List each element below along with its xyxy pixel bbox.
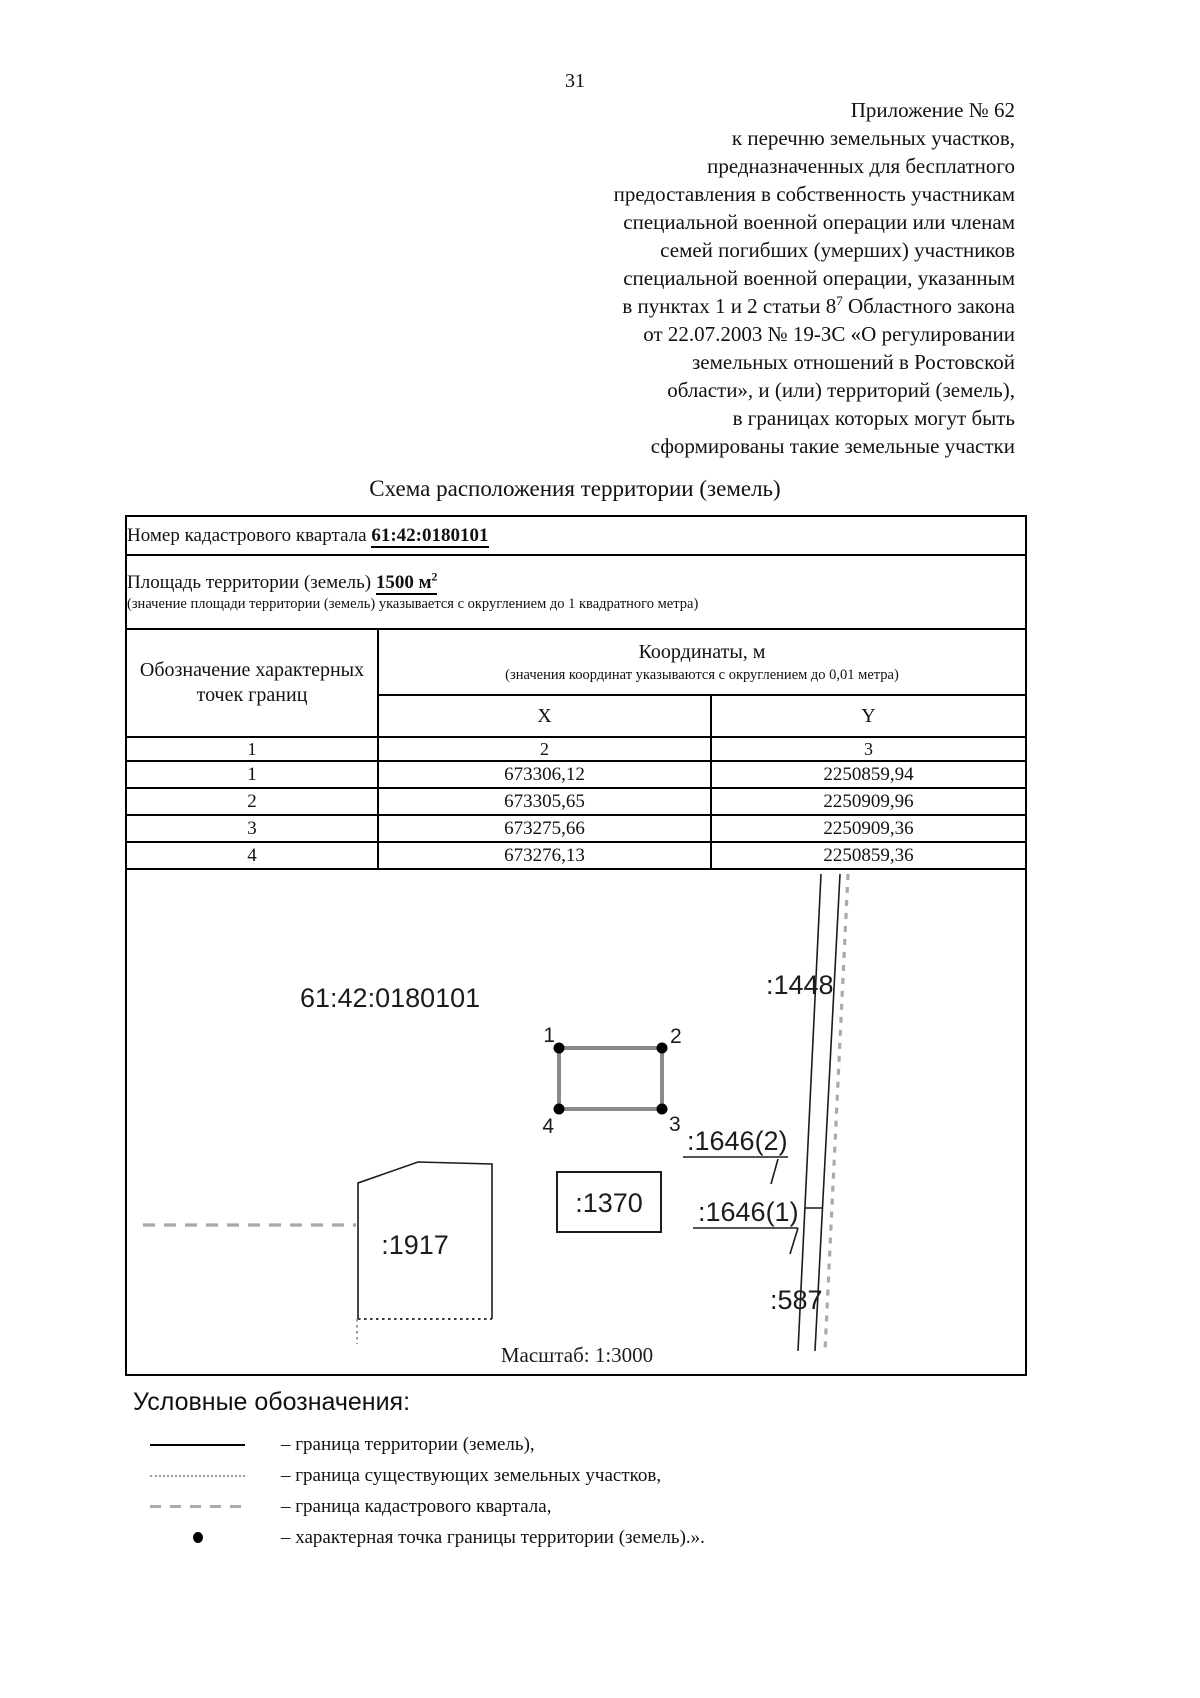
y-coordinate-cell: 2250909,96 bbox=[710, 787, 1027, 816]
y-coordinate-cell: 2250859,36 bbox=[710, 841, 1027, 870]
page-title: Схема расположения территории (земель) bbox=[369, 476, 781, 501]
appendix-line: области», и (или) территорий (земель), bbox=[667, 378, 1015, 402]
legend-item-label: – характерная точка границы территории (… bbox=[281, 1526, 705, 1548]
appendix-superscript: 7 bbox=[836, 293, 843, 308]
parcel-boundary-line bbox=[814, 873, 841, 1352]
point-number-cell: 2 bbox=[125, 787, 379, 816]
point-symbol bbox=[150, 1532, 245, 1543]
table-row: 2 673305,65 2250909,96 bbox=[125, 787, 1027, 816]
points-column-header: Обозначение характерных точек границ bbox=[125, 628, 379, 738]
parcel-1370-outline bbox=[556, 1171, 662, 1233]
area-note: (значение площади территории (земель) ук… bbox=[127, 595, 699, 612]
legend-item-existing-parcels-boundary: – граница существующих земельных участко… bbox=[133, 1460, 1033, 1491]
parcel-1646-1-label: :1646(1) bbox=[698, 1197, 799, 1227]
column-numbering-row: 1 2 3 bbox=[125, 736, 1027, 762]
map-scale-label: Масштаб: 1:3000 bbox=[501, 1343, 653, 1367]
coordinates-header-title: Координаты, м bbox=[638, 641, 766, 663]
point-3-label: 3 bbox=[669, 1113, 681, 1136]
parcel-1370-label: :1370 bbox=[575, 1188, 643, 1218]
legend-item-label: – граница кадастрового квартала, bbox=[281, 1495, 552, 1517]
column-number: 2 bbox=[377, 736, 712, 762]
point-2-label: 2 bbox=[670, 1025, 682, 1048]
appendix-line: в пунктах 1 и 2 статьи 87 Областного зак… bbox=[455, 292, 1015, 320]
area-value: 1500 м2 bbox=[375, 570, 438, 595]
x-coordinate-cell: 673306,12 bbox=[377, 760, 712, 789]
legend-item-quarter-boundary: – граница кадастрового квартала, bbox=[133, 1491, 1033, 1522]
parcel-587-label: :587 bbox=[770, 1285, 823, 1315]
cadastral-number-label: Номер кадастрового квартала bbox=[127, 524, 367, 546]
appendix-line: к перечню земельных участков, bbox=[731, 126, 1015, 150]
appendix-line: предназначенных для бесплатного bbox=[707, 154, 1015, 178]
boundary-point-3 bbox=[656, 1103, 668, 1115]
table-row: 4 673276,13 2250859,36 bbox=[125, 841, 1027, 870]
appendix-line: от 22.07.2003 № 19-ЗС «О регулировании bbox=[643, 322, 1015, 346]
legend-title: Условные обозначения: bbox=[133, 1388, 411, 1416]
coordinates-header-note: (значения координат указываются с округл… bbox=[505, 667, 899, 683]
cadastral-number-value: 61:42:0180101 bbox=[371, 524, 489, 548]
legend-item-label: – граница территории (земель), bbox=[281, 1433, 535, 1455]
page-number: 31 bbox=[565, 70, 585, 92]
appendix-line: специальной военной операции, указанным bbox=[623, 266, 1015, 290]
point-number-cell: 3 bbox=[125, 814, 379, 843]
legend-item-characteristic-point: – характерная точка границы территории (… bbox=[133, 1522, 1033, 1553]
area-label: Площадь территории (земель) bbox=[127, 571, 372, 593]
parcel-1917-outline bbox=[357, 1161, 493, 1319]
point-4-label: 4 bbox=[542, 1115, 554, 1138]
legend-rows: – граница территории (земель), – граница… bbox=[133, 1429, 1033, 1553]
appendix-line-part: Областного закона bbox=[842, 294, 1015, 318]
boundary-point-1 bbox=[553, 1042, 565, 1054]
point-dot bbox=[192, 1532, 203, 1543]
column-number: 1 bbox=[125, 736, 379, 762]
quarter-number-label: 61:42:0180101 bbox=[300, 983, 480, 1013]
map-cell: 61:42:0180101 :1448 :1646(2) :1370 :1646… bbox=[125, 868, 1027, 1376]
appendix-line: предоставления в собственность участника… bbox=[613, 182, 1015, 206]
label-1646-2-leader bbox=[770, 1158, 779, 1185]
appendix-header: Приложение № 62 к перечню земельных учас… bbox=[455, 96, 1015, 460]
legend: Условные обозначения: – граница территор… bbox=[133, 1388, 1033, 1553]
existing-parcel-boundary-line bbox=[823, 873, 850, 1352]
parcel-boundary-line bbox=[797, 873, 822, 1352]
table-row: 3 673275,66 2250909,36 bbox=[125, 814, 1027, 843]
area-value-number: 1500 м bbox=[375, 571, 432, 593]
appendix-line: в границах которых могут быть bbox=[732, 406, 1015, 430]
boundary-point-4 bbox=[553, 1103, 565, 1115]
appendix-line: сформированы такие земельные участки bbox=[650, 434, 1015, 458]
parcel-1646-2-label: :1646(2) bbox=[687, 1126, 788, 1156]
table-row: 1 673306,12 2250859,94 bbox=[125, 760, 1027, 789]
point-1-label: 1 bbox=[543, 1024, 555, 1047]
thin-gray-line-symbol bbox=[150, 1474, 245, 1477]
column-number: 3 bbox=[710, 736, 1027, 762]
appendix-line: земельных отношений в Ростовской bbox=[691, 350, 1015, 374]
appendix-line: специальной военной операции или членам bbox=[623, 210, 1015, 234]
y-column-header: Y bbox=[710, 694, 1027, 738]
appendix-line: Приложение № 62 bbox=[850, 98, 1015, 122]
point-number-cell: 4 bbox=[125, 841, 379, 870]
parcel-1917-label: :1917 bbox=[381, 1230, 449, 1260]
appendix-line-part: в пунктах 1 и 2 статьи 8 bbox=[622, 294, 837, 318]
solid-line-symbol bbox=[150, 1443, 245, 1446]
cadastral-number-row: Номер кадастрового квартала 61:42:018010… bbox=[125, 515, 1027, 556]
x-coordinate-cell: 673276,13 bbox=[377, 841, 712, 870]
y-coordinate-cell: 2250909,36 bbox=[710, 814, 1027, 843]
x-coordinate-cell: 673305,65 bbox=[377, 787, 712, 816]
territory-boundary bbox=[557, 1046, 664, 1111]
boundary-point-2 bbox=[656, 1042, 668, 1054]
cadastral-map: 61:42:0180101 :1448 :1646(2) :1370 :1646… bbox=[143, 873, 850, 1367]
scheme-table: Номер кадастрового квартала 61:42:018010… bbox=[125, 515, 1027, 1376]
x-column-header: X bbox=[377, 694, 712, 738]
label-1646-1-leader bbox=[789, 1227, 799, 1255]
dashed-line-symbol bbox=[150, 1505, 245, 1508]
point-number-cell: 1 bbox=[125, 760, 379, 789]
coordinates-header: Координаты, м (значения координат указыв… bbox=[377, 628, 1027, 696]
area-row: Площадь территории (земель) 1500 м2 (зна… bbox=[125, 554, 1027, 630]
area-value-superscript: 2 bbox=[431, 570, 438, 584]
x-coordinate-cell: 673275,66 bbox=[377, 814, 712, 843]
legend-item-territory-boundary: – граница территории (земель), bbox=[133, 1429, 1033, 1460]
area-line: Площадь территории (земель) 1500 м2 bbox=[127, 570, 1025, 595]
parcel-1448-label: :1448 bbox=[766, 970, 834, 1000]
y-coordinate-cell: 2250859,94 bbox=[710, 760, 1027, 789]
legend-item-label: – граница существующих земельных участко… bbox=[281, 1464, 662, 1486]
appendix-line: семей погибших (умерших) участников bbox=[660, 238, 1015, 262]
